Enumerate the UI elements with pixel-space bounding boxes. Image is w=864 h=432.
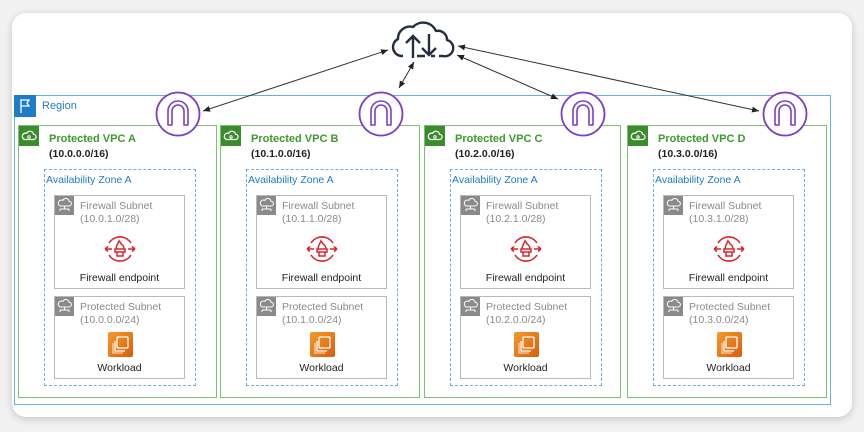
protected-subnet[interactable]: Protected Subnet (10.1.0.0/24) Workload — [256, 296, 387, 379]
workload-label: Workload — [299, 362, 344, 374]
workload-ec2-instances-icon[interactable] — [717, 332, 742, 357]
vpc-cloud-icon — [425, 126, 445, 146]
subnet-name: Protected Subnet — [689, 301, 771, 313]
subnet-cidr: (10.1.0.0/24) — [282, 314, 342, 326]
vpc-c: Protected VPC C (10.2.0.0/16) Availabili… — [424, 125, 621, 398]
vpc-cloud-icon — [19, 126, 39, 146]
vpc-cidr: (10.2.0.0/16) — [455, 148, 515, 160]
workload-label: Workload — [97, 362, 142, 374]
vpc-a: Protected VPC A (10.0.0.0/16) Availabili… — [18, 125, 217, 398]
vpc-d: Protected VPC D (10.3.0.0/16) Availabili… — [627, 125, 827, 398]
vpc-title: Protected VPC B — [251, 133, 339, 145]
subnet-icon — [257, 196, 276, 215]
subnet-icon — [55, 196, 74, 215]
firewall-subnet[interactable]: Firewall Subnet (10.2.1.0/28) Firewall e… — [460, 195, 591, 289]
subnet-cidr: (10.3.1.0/28) — [689, 213, 749, 225]
internet-gateway-icon-a[interactable] — [155, 91, 201, 137]
subnet-name: Firewall Subnet — [689, 200, 762, 212]
subnet-cidr: (10.3.0.0/24) — [689, 314, 749, 326]
firewall-endpoint-label: Firewall endpoint — [281, 272, 362, 284]
vpc-cloud-icon — [221, 126, 241, 146]
subnet-cidr: (10.0.0.0/24) — [80, 314, 140, 326]
subnet-cidr: (10.1.1.0/28) — [282, 213, 342, 225]
firewall-endpoint-label: Firewall endpoint — [688, 272, 769, 284]
internet-gateway-icon-c[interactable] — [560, 91, 606, 137]
protected-subnet[interactable]: Protected Subnet (10.0.0.0/24) Workload — [54, 296, 185, 379]
subnet-name: Protected Subnet — [486, 301, 568, 313]
availability-zone: Availability Zone A Firewall Subnet (10.… — [246, 169, 398, 386]
availability-zone-label: Availability Zone A — [248, 174, 334, 186]
availability-zone-label: Availability Zone A — [46, 174, 132, 186]
availability-zone-label: Availability Zone A — [655, 174, 741, 186]
availability-zone-label: Availability Zone A — [452, 174, 538, 186]
subnet-icon — [461, 297, 480, 316]
region-box — [14, 95, 831, 405]
firewall-endpoint-icon[interactable] — [103, 232, 137, 266]
subnet-name: Firewall Subnet — [486, 200, 559, 212]
vpc-cidr: (10.0.0.0/16) — [49, 148, 109, 160]
subnet-cidr: (10.2.1.0/28) — [486, 213, 546, 225]
firewall-endpoint-label: Firewall endpoint — [79, 272, 160, 284]
vpc-title: Protected VPC D — [658, 133, 746, 145]
firewall-subnet[interactable]: Firewall Subnet (10.0.1.0/28) Firewall e… — [54, 195, 185, 289]
availability-zone: Availability Zone A Firewall Subnet (10.… — [44, 169, 196, 386]
subnet-icon — [664, 196, 683, 215]
subnet-icon — [55, 297, 74, 316]
subnet-icon — [257, 297, 276, 316]
workload-label: Workload — [503, 362, 548, 374]
firewall-endpoint-icon[interactable] — [712, 232, 746, 266]
workload-label: Workload — [706, 362, 751, 374]
internet-cloud-upload-download-icon[interactable] — [389, 18, 455, 64]
vpc-title: Protected VPC A — [49, 133, 137, 145]
firewall-endpoint-icon[interactable] — [509, 232, 543, 266]
subnet-icon — [461, 196, 480, 215]
protected-subnet[interactable]: Protected Subnet (10.3.0.0/24) Workload — [663, 296, 794, 379]
workload-ec2-instances-icon[interactable] — [310, 332, 335, 357]
region-flag-icon — [14, 95, 36, 117]
firewall-endpoint-label: Firewall endpoint — [485, 272, 566, 284]
subnet-cidr: (10.0.1.0/28) — [80, 213, 140, 225]
subnet-name: Protected Subnet — [282, 301, 364, 313]
firewall-subnet[interactable]: Firewall Subnet (10.1.1.0/28) Firewall e… — [256, 195, 387, 289]
subnet-name: Firewall Subnet — [80, 200, 153, 212]
availability-zone: Availability Zone A Firewall Subnet (10.… — [653, 169, 805, 386]
subnet-icon — [664, 297, 683, 316]
workload-ec2-instances-icon[interactable] — [108, 332, 133, 357]
protected-subnet[interactable]: Protected Subnet (10.2.0.0/24) Workload — [460, 296, 591, 379]
internet-gateway-icon-d[interactable] — [762, 91, 808, 137]
vpc-cidr: (10.3.0.0/16) — [658, 148, 718, 160]
subnet-name: Protected Subnet — [80, 301, 162, 313]
subnet-cidr: (10.2.0.0/24) — [486, 314, 546, 326]
workload-ec2-instances-icon[interactable] — [514, 332, 539, 357]
vpc-b: Protected VPC B (10.1.0.0/16) Availabili… — [220, 125, 420, 398]
firewall-endpoint-icon[interactable] — [305, 232, 339, 266]
vpc-title: Protected VPC C — [455, 133, 543, 145]
internet-gateway-icon-b[interactable] — [358, 91, 404, 137]
region-label: Region — [42, 100, 77, 112]
vpc-cidr: (10.1.0.0/16) — [251, 148, 311, 160]
subnet-name: Firewall Subnet — [282, 200, 355, 212]
availability-zone: Availability Zone A Firewall Subnet (10.… — [450, 169, 602, 386]
firewall-subnet[interactable]: Firewall Subnet (10.3.1.0/28) Firewall e… — [663, 195, 794, 289]
vpc-cloud-icon — [628, 126, 648, 146]
